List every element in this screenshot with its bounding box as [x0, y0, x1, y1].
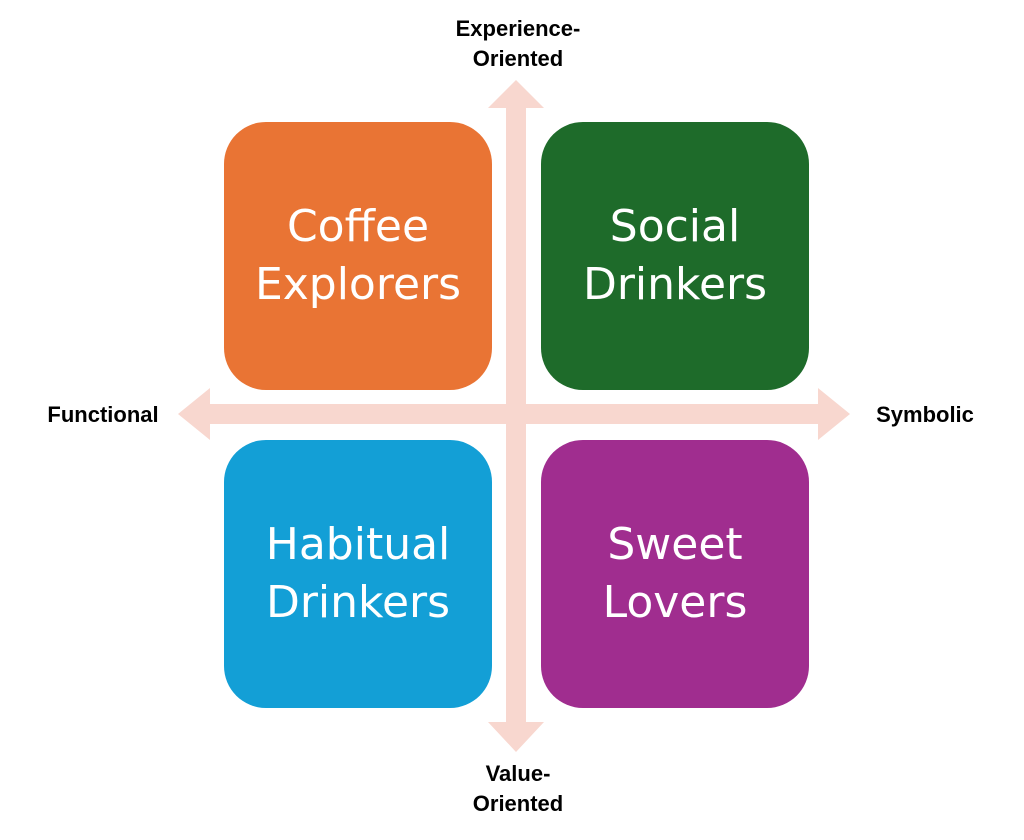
quadrant-label: Social Drinkers — [582, 201, 768, 310]
quadrant-sweet-lovers: Sweet Lovers — [541, 440, 809, 708]
axis-label-right: Symbolic — [876, 402, 974, 427]
axis-label-left: Functional — [47, 402, 159, 427]
quadrant-social-drinkers: Social Drinkers — [541, 122, 809, 390]
quadrant-label: Coffee Explorers — [254, 201, 462, 310]
axis-label-top: Experience- Oriented — [455, 16, 581, 71]
quadrant-coffee-explorers: Coffee Explorers — [224, 122, 492, 390]
horizontal-axis-arrow — [178, 388, 850, 440]
axis-label-bottom: Value- Oriented — [472, 761, 564, 816]
quadrant-label: Sweet Lovers — [602, 519, 748, 628]
quadrant-habitual-drinkers: Habitual Drinkers — [224, 440, 492, 708]
quadrant-label: Habitual Drinkers — [265, 519, 451, 628]
